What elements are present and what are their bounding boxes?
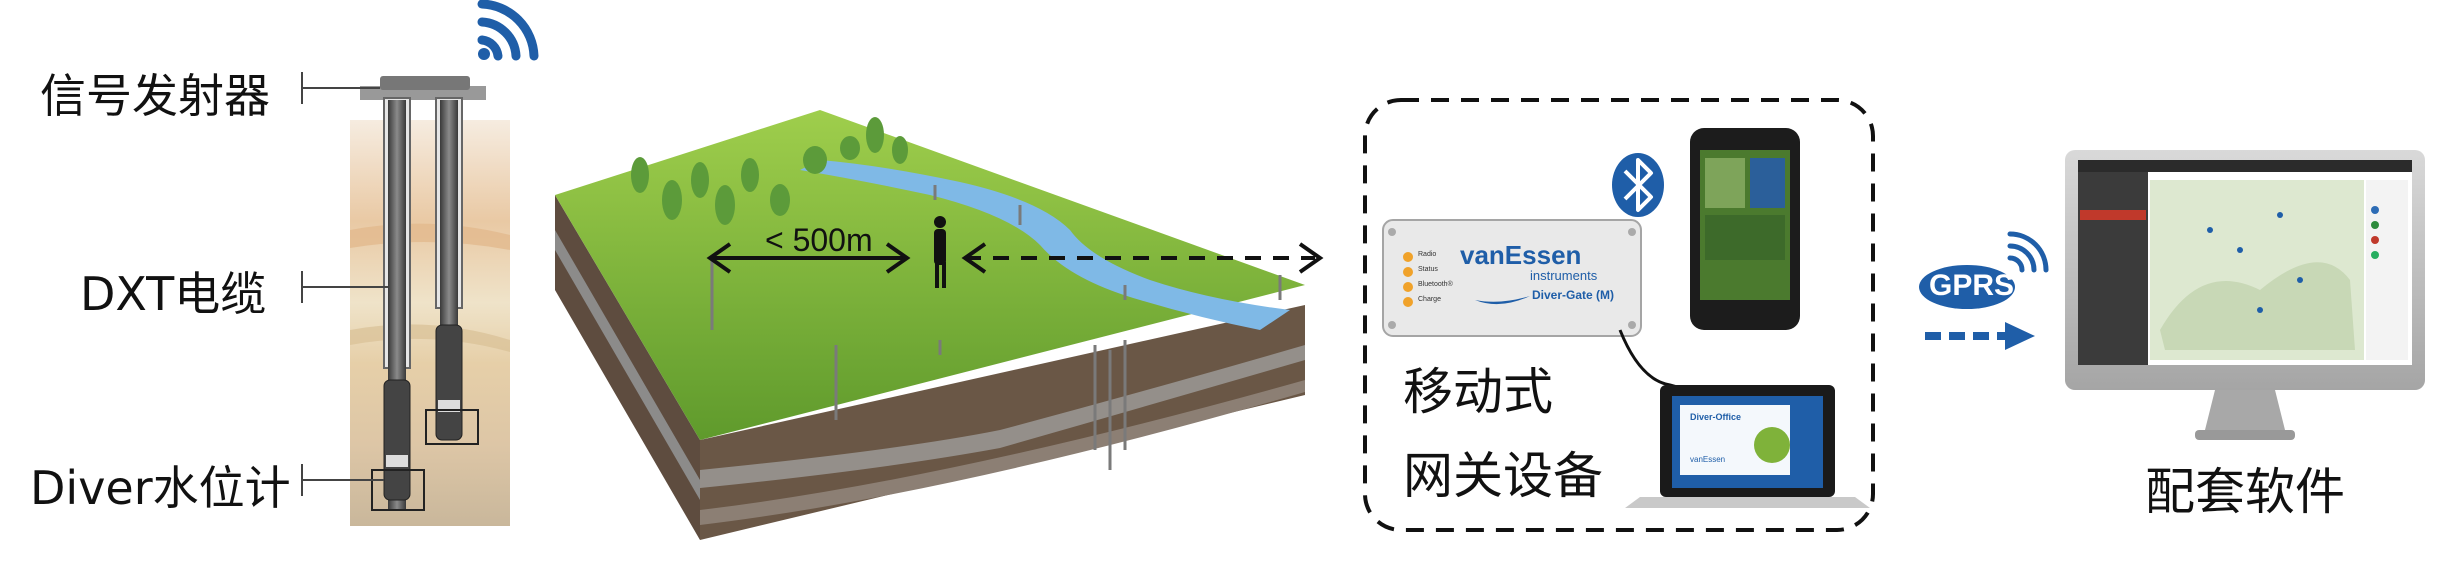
gateway-brand-sub: instruments	[1530, 268, 1598, 283]
led-label-bluetooth: Bluetooth®	[1418, 281, 1453, 288]
distance-arrow	[706, 242, 911, 274]
gateway-model: Diver-Gate (M)	[1532, 288, 1615, 302]
cable-label: DXT电缆	[80, 267, 267, 321]
laptop-screen-title: Diver-Office	[1690, 412, 1742, 422]
led-label-charge: Charge	[1418, 296, 1441, 303]
dashed-link	[961, 242, 1324, 274]
software-sidebar	[2078, 172, 2148, 365]
laptop-screen-sub: vanEssen	[1690, 455, 1726, 464]
led-label-status: Status	[1418, 266, 1438, 273]
mobile-label-line1: 移动式	[1403, 363, 1553, 421]
person-figure	[934, 216, 946, 288]
software-label: 配套软件	[2145, 463, 2345, 521]
soil-column	[350, 120, 510, 526]
gateway-device	[1382, 219, 1642, 337]
diver-label: Diver水位计	[30, 461, 291, 515]
distance-label: < 500m	[765, 222, 873, 258]
transmitter-label: 信号发射器	[40, 69, 270, 123]
river	[800, 160, 1290, 330]
mobile-label-line2: 网关设备	[1403, 447, 1603, 505]
transmitter-head	[380, 76, 470, 90]
gprs-label: GPRS	[1929, 269, 2015, 302]
grass-surface	[555, 110, 1305, 440]
led-label-radio: Radio	[1418, 251, 1437, 258]
gateway-brand: vanEssen	[1460, 240, 1582, 270]
